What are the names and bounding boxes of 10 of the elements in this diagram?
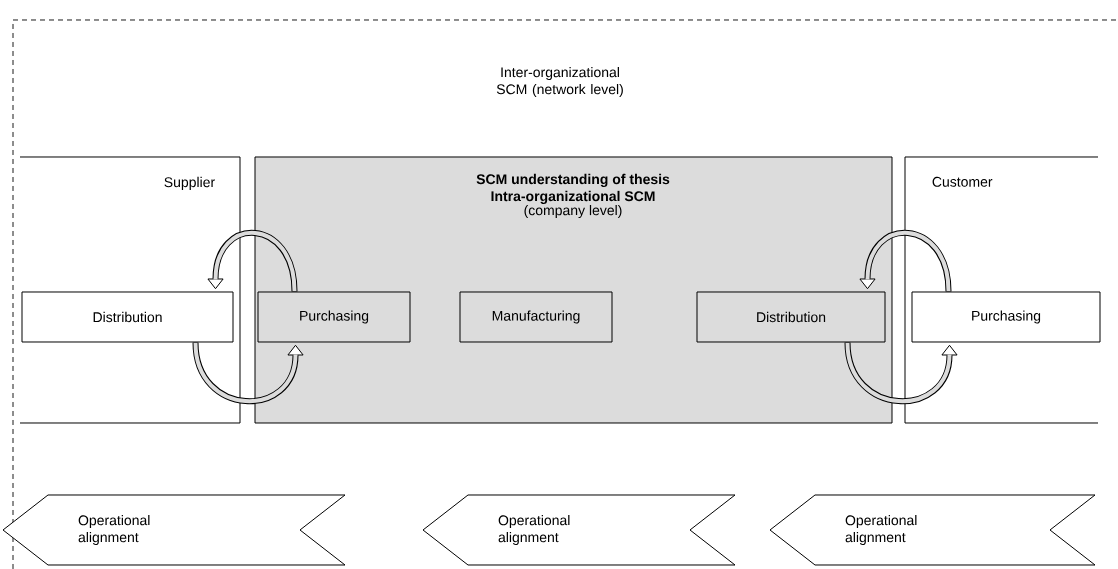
curved-arrow (192, 342, 304, 404)
function-box: Distribution (696, 291, 886, 343)
curved-arrow (859, 230, 952, 292)
function-box: Purchasing (257, 291, 411, 343)
function-box: Purchasing (911, 291, 1101, 343)
node-label: Operational alignment (78, 514, 150, 546)
function-box: Distribution (21, 291, 234, 343)
curved-arrow (844, 342, 958, 405)
function-box: Manufacturing (459, 291, 613, 343)
curved-arrow (207, 229, 298, 292)
